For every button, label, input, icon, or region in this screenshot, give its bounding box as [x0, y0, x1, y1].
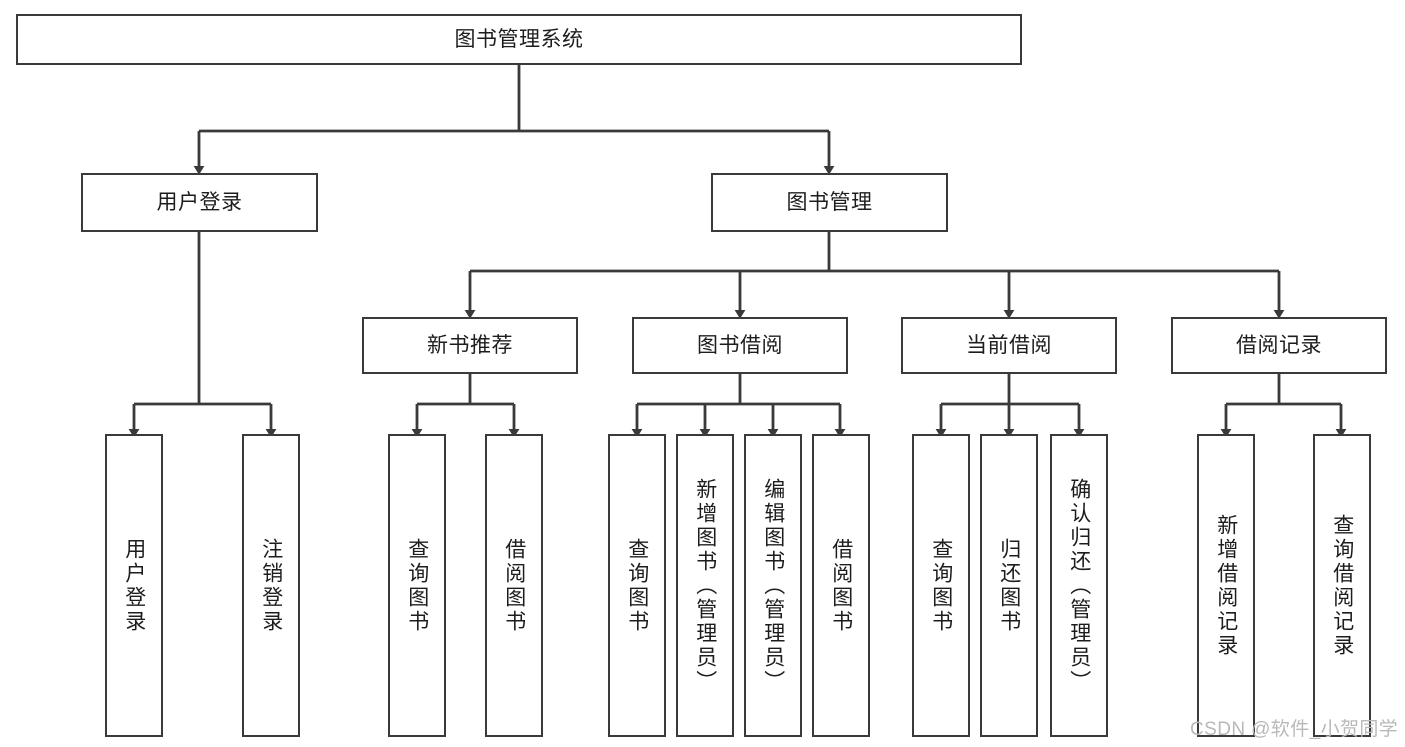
node-user-login[interactable]: 用户登录 — [81, 173, 318, 232]
node-label: 查询图书 — [405, 537, 429, 634]
node-label: 借阅图书 — [502, 537, 526, 634]
node-label: 编辑图书（管理员） — [761, 477, 785, 694]
node-label: 注销登录 — [259, 537, 283, 634]
leaf-user-login[interactable]: 用户登录 — [105, 434, 163, 737]
leaf-logout[interactable]: 注销登录 — [242, 434, 300, 737]
leaf-query-book-borrow[interactable]: 查询图书 — [608, 434, 666, 737]
node-root-library-system[interactable]: 图书管理系统 — [16, 14, 1022, 65]
node-label: 借阅图书 — [829, 537, 853, 634]
node-label: 图书管理 — [786, 190, 873, 214]
node-label: 查询借阅记录 — [1330, 513, 1354, 658]
leaf-query-borrow-record[interactable]: 查询借阅记录 — [1313, 434, 1371, 737]
leaf-confirm-return-admin[interactable]: 确认归还（管理员） — [1050, 434, 1108, 737]
node-label: 用户登录 — [122, 537, 146, 634]
node-label: 新书推荐 — [427, 333, 513, 357]
node-current-borrow[interactable]: 当前借阅 — [901, 317, 1117, 374]
leaf-edit-book-admin[interactable]: 编辑图书（管理员） — [744, 434, 802, 737]
node-label: 归还图书 — [997, 537, 1021, 634]
node-label: 图书管理系统 — [454, 27, 584, 51]
node-label: 当前借阅 — [966, 333, 1052, 357]
leaf-add-borrow-record[interactable]: 新增借阅记录 — [1197, 434, 1255, 737]
node-label: 新增图书（管理员） — [693, 477, 717, 694]
node-label: 借阅记录 — [1236, 333, 1322, 357]
node-label: 图书借阅 — [697, 333, 783, 357]
leaf-return-book[interactable]: 归还图书 — [980, 434, 1038, 737]
node-book-management[interactable]: 图书管理 — [711, 173, 948, 232]
node-label: 查询图书 — [625, 537, 649, 634]
node-new-book-recommend[interactable]: 新书推荐 — [362, 317, 578, 374]
leaf-query-book-current[interactable]: 查询图书 — [912, 434, 970, 737]
leaf-add-book-admin[interactable]: 新增图书（管理员） — [676, 434, 734, 737]
leaf-borrow-book[interactable]: 借阅图书 — [812, 434, 870, 737]
node-book-borrow[interactable]: 图书借阅 — [632, 317, 848, 374]
node-label: 确认归还（管理员） — [1067, 477, 1091, 694]
leaf-borrow-book-newbook[interactable]: 借阅图书 — [485, 434, 543, 737]
leaf-query-book-newbook[interactable]: 查询图书 — [388, 434, 446, 737]
node-label: 新增借阅记录 — [1214, 513, 1238, 658]
node-borrow-records[interactable]: 借阅记录 — [1171, 317, 1387, 374]
node-label: 查询图书 — [929, 537, 953, 634]
node-label: 用户登录 — [156, 190, 243, 214]
